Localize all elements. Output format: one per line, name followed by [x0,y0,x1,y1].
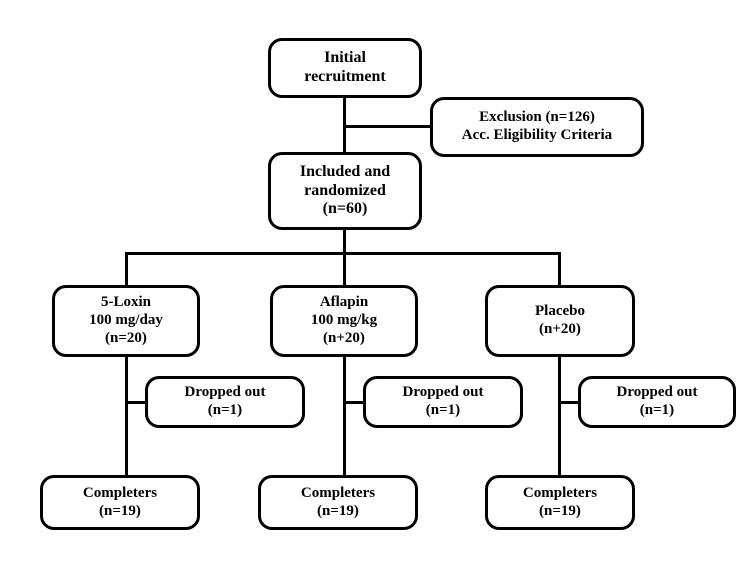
node-arm-aflapin: Aflapin 100 mg/kg (n+20) [270,285,418,357]
node-completers-aflapin-line-2: (n=19) [317,502,359,519]
node-exclusion-line-1: Exclusion (n=126) [479,109,595,126]
connector-arms-distribution-bar [125,252,561,255]
node-dropped-out-5-loxin-line-1: Dropped out [184,384,266,401]
node-exclusion: Exclusion (n=126) Acc. Eligibility Crite… [430,97,644,157]
node-included-and-randomized: Included and randomized (n=60) [268,152,422,230]
node-completers-aflapin-line-1: Completers [300,484,376,501]
connector-arm-2-to-completers [343,357,346,475]
node-dropped-out-aflapin: Dropped out (n=1) [363,376,523,428]
node-dropped-out-placebo: Dropped out (n=1) [578,376,736,428]
node-dropped-out-5-loxin: Dropped out (n=1) [145,376,305,428]
node-completers-5-loxin-line-2: (n=19) [99,502,141,519]
node-dropped-out-aflapin-line-2: (n=1) [425,402,461,418]
node-initial-recruitment-line-1: Initial [324,49,366,67]
connector-arm-1-to-dropped-out [125,401,148,404]
node-arm-5-loxin-line-1: 5-Loxin [100,294,151,311]
node-completers-aflapin: Completers (n=19) [258,475,418,530]
node-arm-5-loxin-line-3: (n=20) [105,329,147,346]
node-arm-aflapin-line-2: 100 mg/kg [310,312,378,329]
node-included-line-1: Included and [299,162,391,180]
node-arm-placebo-line-1: Placebo [535,303,585,320]
connector-bar-to-arm-1 [125,252,128,285]
node-completers-placebo-line-1: Completers [522,484,598,501]
node-initial-recruitment-line-2: recruitment [304,68,386,85]
node-arm-placebo: Placebo (n+20) [485,285,635,357]
node-arm-placebo-line-2: (n+20) [539,321,581,337]
node-arm-5-loxin-line-2: 100 mg/day [89,312,163,329]
connector-arm-1-to-completers [125,357,128,475]
node-completers-placebo: Completers (n=19) [485,475,635,530]
node-dropped-out-aflapin-line-1: Dropped out [402,384,484,401]
node-dropped-out-placebo-line-2: (n=1) [639,402,675,418]
node-dropped-out-5-loxin-line-2: (n=1) [207,402,243,418]
node-arm-aflapin-line-1: Aflapin [319,294,369,311]
connector-initial-to-exclusion [343,125,433,128]
node-exclusion-line-2: Acc. Eligibility Criteria [461,127,613,143]
connector-arm-2-to-dropped-out [343,401,366,404]
node-included-line-2: randomized [304,181,386,199]
node-completers-5-loxin: Completers (n=19) [40,475,200,530]
node-initial-recruitment: Initial recruitment [268,38,422,98]
connector-arm-3-to-dropped-out [558,401,581,404]
node-completers-placebo-line-2: (n=19) [539,502,581,519]
connector-arm-3-to-completers [558,357,561,475]
node-completers-5-loxin-line-1: Completers [82,484,158,501]
node-arm-5-loxin: 5-Loxin 100 mg/day (n=20) [52,285,200,357]
node-included-line-3: (n=60) [322,200,368,218]
node-dropped-out-placebo-line-1: Dropped out [616,384,698,401]
connector-included-to-arms-stem [343,230,346,285]
connector-bar-to-arm-3 [558,252,561,285]
node-arm-aflapin-line-3: (n+20) [323,329,365,346]
